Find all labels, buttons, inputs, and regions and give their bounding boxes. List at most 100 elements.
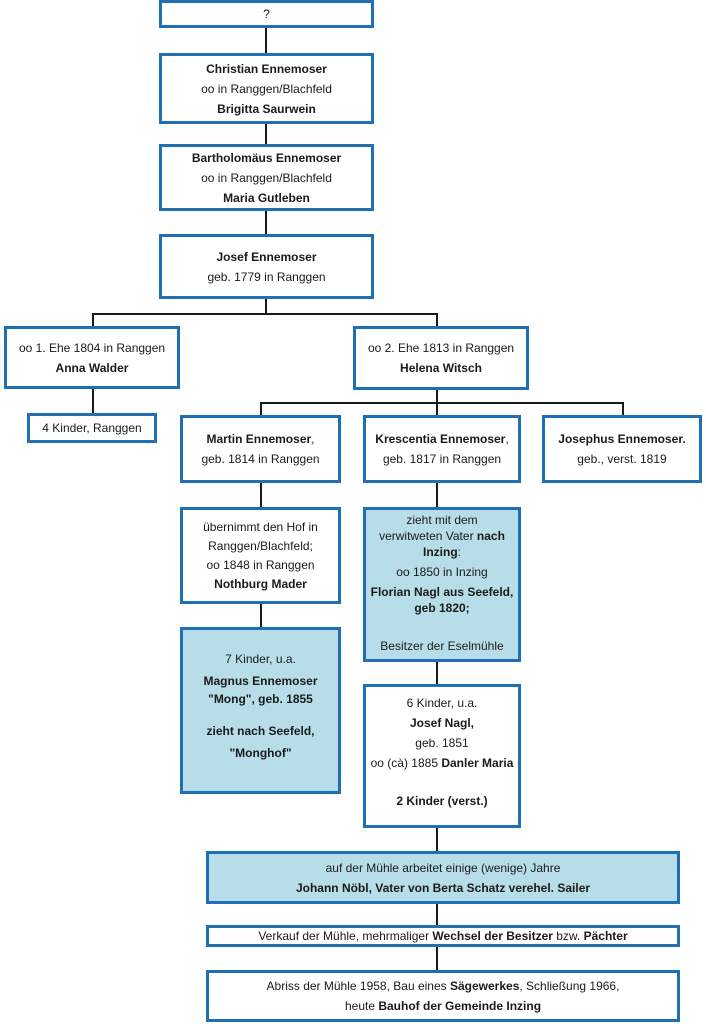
spouse-name: Danler Maria (441, 756, 514, 770)
person-name: Bartholomäus Ennemoser (191, 150, 342, 165)
connector-line (260, 603, 262, 628)
krescentia-children-box: 6 Kinder, u.a. Josef Nagl, geb. 1851 oo … (363, 684, 521, 828)
children-info: 6 Kinder, u.a. (406, 696, 478, 710)
first-marriage-box: oo 1. Ehe 1804 in Ranggen Anna Walder (4, 326, 180, 389)
person-name: Josef Ennemoser (216, 249, 317, 264)
marriage-info: oo in Ranggen/Blachfeld (201, 81, 332, 96)
sale-text-bold: Wechsel der Besitzer (432, 929, 553, 943)
children-info: 4 Kinder, Ranggen (42, 421, 142, 435)
spouse-name: Helena Witsch (400, 361, 482, 375)
first-marriage-children-box: 4 Kinder, Ranggen (27, 413, 157, 443)
name-suffix: , (505, 432, 509, 446)
children-info: 7 Kinder, u.a. (225, 652, 296, 666)
unknown-ancestor-label: ? (263, 7, 270, 21)
person-name: Martin Ennemoser (206, 432, 312, 446)
krescentia-ennemoser-box: Krescentia Ennemoser, geb. 1817 in Rangg… (363, 415, 521, 483)
move-text-line: verwitweten Vater nach (379, 528, 505, 544)
sale-text: bzw. (552, 929, 584, 943)
krescentia-move-box: zieht mit dem verwitweten Vater nach Inz… (363, 507, 521, 662)
connector-line (265, 210, 267, 234)
connector-line (436, 389, 438, 403)
connector-line (436, 482, 438, 508)
christian-ennemoser-box: Christian Ennemoser oo in Ranggen/Blachf… (159, 53, 374, 124)
connector-line (622, 402, 624, 416)
farm-text: Ranggen/Blachfeld; (208, 538, 313, 553)
martin-farm-box: übernimmt den Hof in Ranggen/Blachfeld; … (180, 507, 341, 604)
birth-info: geb. 1817 in Ranggen (382, 452, 502, 466)
farm-text: übernimmt den Hof in (203, 519, 318, 534)
child-name: Josef Nagl, (409, 716, 475, 730)
person-name: Krescentia Ennemoser (375, 432, 506, 446)
child-name: Magnus Ennemoser (203, 674, 318, 688)
martin-children-box: 7 Kinder, u.a. Magnus Ennemoser "Mong", … (180, 627, 341, 794)
demolition-text: Abriss der Mühle 1958, Bau eines (266, 979, 450, 993)
marriage-info: oo 1. Ehe 1804 in Ranggen (18, 340, 166, 355)
spouse-birth: geb 1820; (414, 601, 470, 615)
mill-workers-box: auf der Mühle arbeitet einige (wenige) J… (206, 851, 680, 904)
demolition-text: heute (344, 999, 379, 1013)
connector-line (265, 123, 267, 144)
connector-line (436, 661, 438, 685)
spouse-name: Anna Walder (55, 360, 129, 375)
move-text: zieht mit dem (406, 513, 478, 527)
mill-sale-line: Verkauf der Mühle, mehrmaliger Wechsel d… (258, 928, 627, 944)
sawmill-label: Sägewerkes (449, 979, 520, 993)
josef-ennemoser-box: Josef Ennemoser geb. 1779 in Ranggen (159, 234, 374, 299)
josephus-ennemoser-box: Josephus Ennemoser. geb., verst. 1819 (542, 415, 702, 483)
mill-sale-box: Verkauf der Mühle, mehrmaliger Wechsel d… (206, 925, 680, 947)
birth-info: geb., verst. 1819 (577, 452, 667, 466)
mill-work-text: auf der Mühle arbeitet einige (wenige) J… (325, 860, 561, 875)
grandchildren-info: 2 Kinder (verst.) (396, 794, 488, 808)
demolition-line: heute Bauhof der Gemeinde Inzing (345, 996, 541, 1016)
spouse-name: Nothburg Mader (214, 576, 307, 591)
name-suffix: , (311, 432, 315, 446)
worker-name: Johann Nöbl, Vater von Berta Schatz vere… (295, 880, 591, 895)
connector-line (436, 827, 438, 852)
spouse-name: Brigitta Saurwein (217, 101, 316, 116)
move-info: zieht nach Seefeld, (206, 724, 315, 738)
mill-demolition-box: Abriss der Mühle 1958, Bau eines Sägewer… (206, 970, 680, 1022)
demolition-text: , Schließung 1966, (519, 979, 620, 993)
sale-text: Verkauf der Mühle, mehrmaliger (258, 929, 433, 943)
connector-line (92, 313, 94, 327)
connector-line (436, 402, 438, 416)
unknown-ancestor-box: ? (159, 0, 374, 28)
move-text: verwitweten Vater (379, 529, 477, 543)
connector-line (92, 388, 94, 414)
connector-line (436, 946, 438, 971)
marriage-info: oo (cà) 1885 (370, 756, 442, 770)
move-text-line: Inzing: (423, 544, 461, 560)
connector-line (260, 482, 262, 508)
marriage-info: oo 1848 in Ranggen (206, 557, 315, 572)
spouse-name: Florian Nagl aus Seefeld, (370, 585, 514, 599)
connector-line (260, 402, 262, 416)
person-line: Krescentia Ennemoser, (375, 429, 508, 449)
marriage-info: oo 1850 in Inzing (396, 565, 488, 579)
second-marriage-box: oo 2. Ehe 1813 in Ranggen Helena Witsch (353, 326, 529, 390)
place-name: Inzing (422, 545, 458, 559)
person-name: Christian Ennemoser (206, 61, 327, 76)
move-text-bold: nach (476, 529, 505, 543)
bauhof-label: Bauhof der Gemeinde Inzing (378, 999, 542, 1013)
move-text: : (457, 545, 461, 559)
connector-line (436, 903, 438, 926)
person-line: Martin Ennemoser, (206, 429, 314, 449)
birth-info: geb. 1851 (415, 736, 469, 750)
owner-info: Besitzer der Eselmühle (380, 639, 504, 653)
connector-line (260, 402, 624, 404)
marriage-info: oo in Ranggen/Blachfeld (201, 170, 332, 185)
sale-text-bold: Pächter (583, 929, 628, 943)
marriage-info: oo 2. Ehe 1813 in Ranggen (367, 341, 515, 355)
bartholomaeus-ennemoser-box: Bartholomäus Ennemoser oo in Ranggen/Bla… (159, 144, 374, 211)
birth-info: geb. 1779 in Ranggen (207, 269, 326, 284)
person-name: Josephus Ennemoser. (558, 432, 686, 446)
child-nickname: "Mong", geb. 1855 (208, 692, 313, 706)
connector-line (265, 27, 267, 53)
birth-info: geb. 1814 in Ranggen (201, 452, 320, 466)
martin-ennemoser-box: Martin Ennemoser, geb. 1814 in Ranggen (180, 415, 341, 483)
marriage-line: oo (cà) 1885 Danler Maria (371, 753, 514, 773)
farm-name: "Monghof" (229, 746, 292, 760)
connector-line (436, 313, 438, 327)
connector-line (265, 298, 267, 314)
demolition-line: Abriss der Mühle 1958, Bau eines Sägewer… (267, 976, 620, 996)
